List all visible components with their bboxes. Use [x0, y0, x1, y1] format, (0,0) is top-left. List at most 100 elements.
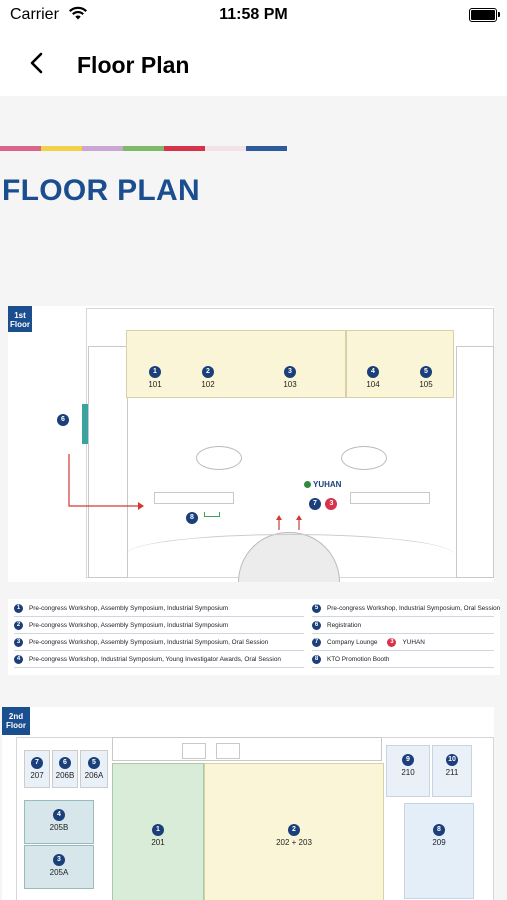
room-number: 103	[283, 380, 297, 389]
room-number: 207	[30, 771, 44, 780]
marker-badge: 8	[186, 512, 198, 524]
escalator-right	[341, 446, 387, 470]
room-202-203[interactable]: 2 202 + 203	[204, 763, 384, 900]
legend-item: 7 Company Lounge 3 YUHAN	[312, 635, 494, 651]
content-area[interactable]: FLOOR PLAN 1st Floor 1 101 2 102 3 103 4…	[0, 96, 507, 900]
kto-booth-marker[interactable]: 8	[185, 512, 199, 524]
floor2-tag-line2: Floor	[6, 721, 26, 730]
room-number: 104	[366, 380, 380, 389]
room-205b[interactable]: 4 205B	[24, 800, 94, 844]
legend-badge: 3	[14, 638, 23, 647]
room-number: 210	[401, 768, 415, 777]
stairs-block	[182, 743, 206, 759]
legend-text: Pre-congress Workshop, Industrial Sympos…	[29, 656, 281, 663]
marker-badge: 6	[57, 414, 69, 426]
room-number: 211	[445, 768, 459, 777]
room-number: 206A	[84, 771, 104, 780]
chevron-left-icon	[30, 52, 43, 74]
legend-item: 2 Pre-congress Workshop, Assembly Symposi…	[14, 618, 304, 634]
room-number: 201	[151, 838, 165, 847]
east-wing	[456, 346, 494, 578]
front-curve	[126, 534, 454, 575]
room-badge: 4	[53, 809, 65, 821]
registration-desk	[82, 404, 88, 444]
registration-marker[interactable]: 6	[56, 414, 70, 426]
floor2-tag: 2nd Floor	[2, 707, 30, 735]
room-211[interactable]: 10 211	[432, 745, 472, 797]
room-105[interactable]: 5 105	[413, 366, 439, 389]
legend-text: Company Lounge	[327, 639, 378, 646]
room-number: 102	[201, 380, 215, 389]
stripe-segment	[82, 146, 123, 151]
legend-badge: 5	[312, 604, 321, 613]
legend-text: Pre-congress Workshop, Assembly Symposiu…	[29, 622, 229, 629]
hall-divider	[345, 330, 347, 398]
room-210[interactable]: 9 210	[386, 745, 430, 797]
legend-item: 1 Pre-congress Workshop, Assembly Symposi…	[14, 601, 304, 617]
lounge-markers[interactable]: 7 3	[309, 492, 338, 510]
legend-badge: 8	[312, 655, 321, 664]
page-title: Floor Plan	[77, 52, 190, 78]
room-209[interactable]: 8 209	[404, 803, 474, 899]
room-206a[interactable]: 5 206A	[80, 750, 108, 788]
stripe-segment	[164, 146, 205, 151]
sponsor-name: YUHAN	[313, 480, 342, 489]
carrier-label: Carrier	[10, 6, 59, 23]
room-207[interactable]: 7 207	[24, 750, 50, 788]
room-badge: 2	[288, 824, 300, 836]
top-corridor	[112, 737, 382, 761]
legend-text-yuhan: YUHAN	[402, 639, 425, 646]
room-badge: 5	[88, 757, 100, 769]
yuhan-leaf-icon	[304, 481, 311, 488]
room-number: 209	[432, 838, 446, 847]
room-badge: 8	[433, 824, 445, 836]
room-number: 205B	[49, 823, 69, 832]
room-badge: 9	[402, 754, 414, 766]
legend-text: Pre-congress Workshop, Assembly Symposiu…	[29, 639, 269, 646]
entrance-arrows	[276, 515, 302, 530]
room-badge: 10	[446, 754, 458, 766]
stairs-block-2	[216, 743, 240, 759]
room-103[interactable]: 3 103	[277, 366, 303, 389]
stripe-segment	[41, 146, 82, 151]
floor2-tag-line1: 2nd	[8, 712, 24, 721]
legend-badge: 2	[14, 621, 23, 630]
hall-area	[126, 330, 454, 398]
room-206b[interactable]: 6 206B	[52, 750, 78, 788]
navigation-bar: Floor Plan	[0, 34, 507, 96]
room-badge: 3	[53, 854, 65, 866]
legend-text: KTO Promotion Booth	[327, 656, 390, 663]
legend-badge: 1	[14, 604, 23, 613]
legend-item: 3 Pre-congress Workshop, Assembly Symposi…	[14, 635, 304, 651]
color-stripe	[0, 146, 287, 151]
legend-item: 4 Pre-congress Workshop, Industrial Sympo…	[14, 652, 304, 668]
room-badge: 7	[31, 757, 43, 769]
room-101[interactable]: 1 101	[142, 366, 168, 389]
escalator-left	[196, 446, 242, 470]
lounge-badge: 7	[309, 498, 321, 510]
room-number: 101	[148, 380, 162, 389]
room-number: 202 + 203	[276, 838, 312, 847]
legend-badge: 6	[312, 621, 321, 630]
room-number: 205A	[49, 868, 69, 877]
room-102[interactable]: 2 102	[195, 366, 221, 389]
room-badge: 6	[59, 757, 71, 769]
floor1-map: 1st Floor 1 101 2 102 3 103 4 104 5 105	[8, 306, 494, 582]
kto-booth	[204, 512, 220, 517]
floor1-tag-line2: Floor	[10, 320, 30, 329]
legend-text: Pre-congress Workshop, Assembly Symposiu…	[29, 605, 229, 612]
legend-badge: 4	[14, 655, 23, 664]
stripe-segment	[0, 146, 41, 151]
stripe-segment	[205, 146, 246, 151]
legend-badge: 7	[312, 638, 321, 647]
legend-badge-yuhan: 3	[387, 638, 397, 647]
room-205a[interactable]: 3 205A	[24, 845, 94, 889]
back-button[interactable]	[22, 48, 52, 78]
room-201[interactable]: 1 201	[112, 763, 204, 900]
stripe-segment	[123, 146, 164, 151]
room-104[interactable]: 4 104	[360, 366, 386, 389]
corridor-bar-left	[154, 492, 234, 504]
